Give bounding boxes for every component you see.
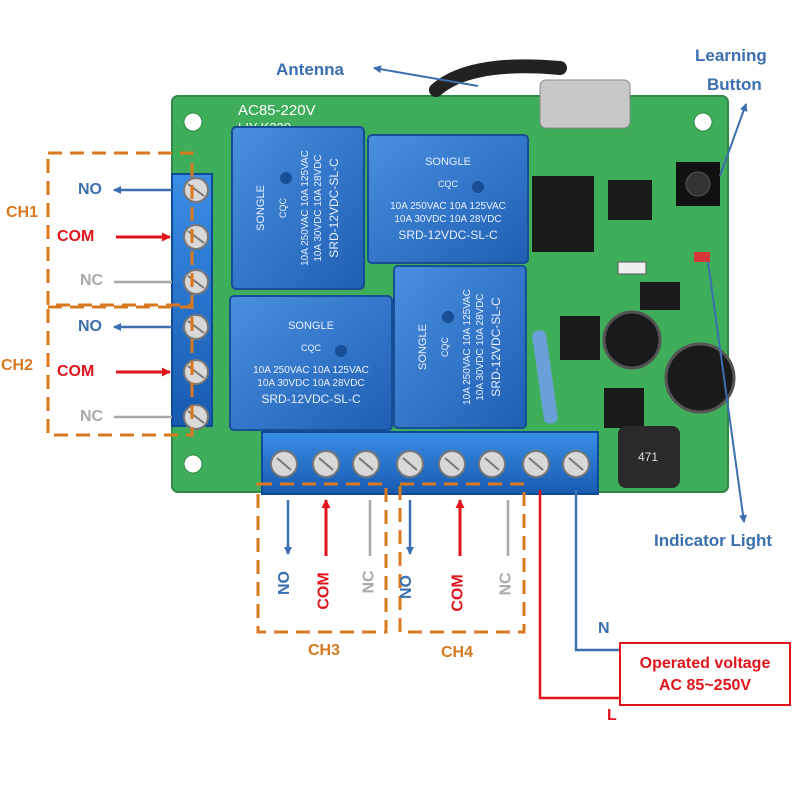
mount-hole: [693, 112, 713, 132]
ch1-nc-label: NC: [80, 272, 104, 289]
ch2-nc-label: NC: [80, 408, 104, 425]
screw-slot: [358, 457, 374, 471]
inductor: [618, 426, 680, 488]
ch1-group-box: [46, 151, 194, 307]
operated-voltage-line1: Operated voltage: [639, 655, 771, 672]
screw-slot: [318, 457, 334, 471]
ch4-no-label: NO: [398, 575, 415, 599]
ch4-group-box: [398, 482, 526, 634]
learning-button-label-line1: Learning: [695, 46, 767, 65]
ch3-nc-label: NC: [360, 570, 378, 594]
relay-ratings-2: 10A 30VDC 10A 28VDC: [313, 154, 324, 261]
ch2-label: CH2: [1, 357, 34, 374]
mount-hole: [183, 454, 203, 474]
ch4-nc-label: NC: [497, 572, 515, 596]
ic-chip: [640, 282, 680, 310]
relay-ratings-2: 10A 30VDC 10A 28VDC: [257, 378, 364, 389]
ch3-label: CH3: [308, 642, 341, 659]
ch2-no-label: NO: [78, 318, 102, 335]
ch1-no-label: NO: [78, 181, 102, 198]
ch4-com-label: COM: [449, 574, 467, 612]
capacitor: [664, 342, 736, 414]
ch1-com-label: COM: [57, 228, 95, 245]
neutral-label: N: [598, 620, 610, 637]
ic-chip: [560, 316, 600, 360]
mount-hole: [183, 112, 203, 132]
antenna-label: Antenna: [276, 60, 344, 79]
relay-brand: SONGLE: [417, 324, 429, 370]
relay-dot: [335, 345, 347, 357]
board-voltage-silk: AC85-220V: [238, 102, 316, 119]
operated-voltage-box: Operated voltage AC 85~250V: [619, 642, 791, 706]
ic-chip: [532, 176, 594, 252]
relay-dot: [280, 172, 292, 184]
relay-3: SONGLE CQC 10A 250VAC 10A 125VAC 10A 30VDC …: [229, 295, 393, 431]
indicator-light-label: Indicator Light: [654, 531, 773, 550]
ch3-com-label: COM: [315, 572, 333, 610]
relay-ratings-1: 10A 250VAC 10A 125VAC: [300, 150, 311, 266]
neutral-wire: [574, 490, 619, 652]
screw-slot: [484, 457, 500, 471]
live-label: L: [607, 707, 617, 724]
ic-chip: [608, 180, 652, 220]
relay-ratings-2: 10A 30VDC 10A 28VDC: [475, 293, 486, 400]
relay-cert: CQC: [440, 337, 450, 358]
relay-model: SRD-12VDC-SL-C: [327, 158, 341, 258]
learning-button-cap[interactable]: [685, 171, 711, 197]
relay-2: SONGLE CQC 10A 250VAC 10A 125VAC 10A 30VDC …: [367, 134, 529, 264]
relay-model: SRD-12VDC-SL-C: [489, 297, 503, 397]
relay-cert: CQC: [438, 179, 459, 189]
screw-slot: [444, 457, 460, 471]
crystal: [539, 79, 631, 129]
relay-ratings-1: 10A 250VAC 10A 125VAC: [253, 365, 369, 376]
relay-ratings-1: 10A 250VAC 10A 125VAC: [390, 201, 506, 212]
relay-body: [231, 126, 365, 290]
operated-voltage-line2: AC 85~250V: [658, 677, 752, 694]
relay-dot: [442, 311, 454, 323]
learning-button-pointer: [719, 103, 748, 177]
ch3-group-box: [256, 482, 388, 634]
relay-brand: SONGLE: [288, 320, 334, 332]
screw-slot: [276, 457, 292, 471]
antenna-wire: [429, 59, 567, 97]
relay-body: [393, 265, 527, 429]
indicator-led: [694, 252, 710, 262]
live-wire: [538, 490, 619, 700]
relay-body: [229, 295, 393, 431]
relay-cert: CQC: [301, 343, 322, 353]
antenna-pointer: [373, 65, 479, 87]
ch2-group-box: [46, 305, 194, 437]
relay-ratings-2: 10A 30VDC 10A 28VDC: [394, 214, 501, 225]
ch2-com-label: COM: [57, 363, 95, 380]
ic-chip: [604, 388, 644, 428]
screw-slot: [402, 457, 418, 471]
relay-brand: SONGLE: [255, 185, 267, 231]
screw-slot: [528, 457, 544, 471]
resistor: [532, 330, 558, 424]
capacitor: [602, 310, 662, 370]
ch4-label: CH4: [441, 644, 474, 661]
inductor-code: 471: [638, 450, 658, 464]
relay-model: SRD-12VDC-SL-C: [398, 228, 498, 242]
learning-button-label-line2: Button: [707, 75, 762, 94]
ch1-label: CH1: [6, 204, 39, 221]
ch3-no-label: NO: [276, 571, 293, 595]
indicator-light-pointer: [707, 261, 748, 523]
relay-cert: CQC: [278, 198, 288, 219]
relay-dot: [472, 181, 484, 193]
relay-brand: SONGLE: [425, 156, 471, 168]
relay-ratings-1: 10A 250VAC 10A 125VAC: [462, 289, 473, 405]
smd-resistor: [617, 261, 647, 275]
relay-body: [367, 134, 529, 264]
relay-model: SRD-12VDC-SL-C: [261, 392, 361, 406]
screw-slot: [568, 457, 584, 471]
